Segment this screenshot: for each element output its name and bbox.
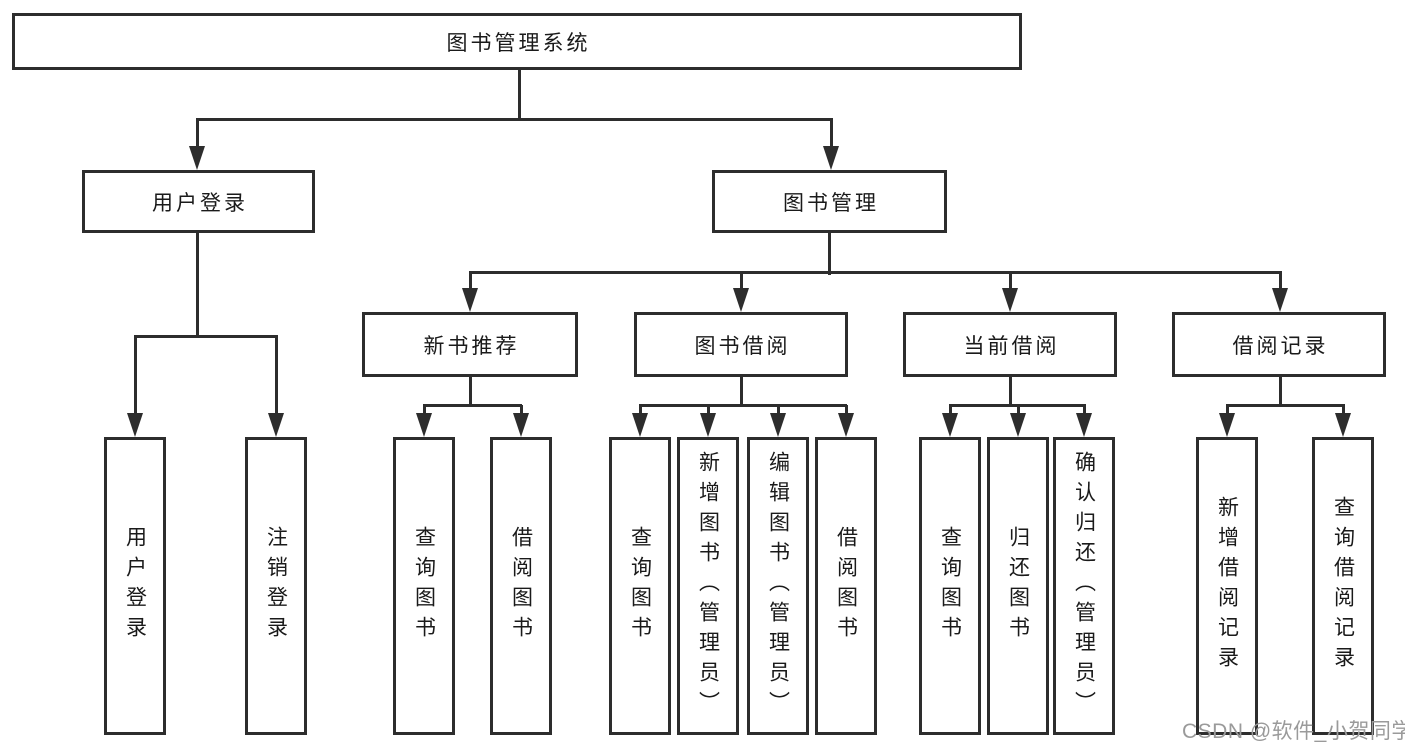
leaf-current-return-books: 归还图书: [987, 437, 1049, 735]
node-borrowing-records-label: 借阅记录: [1232, 334, 1329, 358]
arrowhead-down-icon: [1335, 413, 1351, 437]
connector-line-vertical: [1278, 377, 1282, 407]
connector-line-vertical: [739, 272, 743, 292]
leaf-record-add-borrow-record-label: 新增借阅记录: [1215, 496, 1239, 676]
connector-line-vertical: [638, 405, 642, 417]
connector-line-vertical: [706, 405, 710, 417]
leaf-current-query-books: 查询图书: [919, 437, 981, 735]
arrowhead-down-icon: [1002, 288, 1018, 312]
arrowhead-down-icon: [462, 288, 478, 312]
connector-line-vertical: [1016, 405, 1020, 417]
leaf-newbook-query-books-label: 查询图书: [412, 526, 436, 646]
leaf-newbook-query-books: 查询图书: [393, 437, 455, 735]
connector-line-vertical: [844, 405, 848, 417]
connector-line-vertical: [519, 405, 523, 417]
connector-line-vertical: [274, 336, 278, 418]
arrowhead-down-icon: [770, 413, 786, 437]
leaf-current-confirm-return-admin: 确认归还（管理员）: [1053, 437, 1115, 735]
arrowhead-down-icon: [416, 413, 432, 437]
leaf-record-query-borrow-record-label: 查询借阅记录: [1331, 496, 1355, 676]
connector-line-horizontal: [1226, 403, 1345, 407]
connector-line-vertical: [468, 272, 472, 292]
leaf-borrow-add-books-admin-label: 新增图书（管理员）: [696, 451, 720, 721]
connector-line-horizontal: [469, 270, 1282, 274]
arrowhead-down-icon: [268, 413, 284, 437]
connector-line-vertical: [1008, 377, 1012, 407]
arrowhead-down-icon: [189, 146, 205, 170]
csdn-watermark: CSDN @软件_小贺同学: [1182, 720, 1405, 743]
arrowhead-down-icon: [733, 288, 749, 312]
connector-line-horizontal: [423, 403, 522, 407]
node-book-management-label: 图书管理: [783, 191, 879, 215]
leaf-borrow-borrow-books: 借阅图书: [815, 437, 877, 735]
node-root-label: 图书管理系统: [446, 31, 591, 55]
leaf-logout: 注销登录: [245, 437, 307, 735]
leaf-borrow-edit-books-admin: 编辑图书（管理员）: [747, 437, 809, 735]
node-new-book-recommend: 新书推荐: [362, 312, 578, 377]
leaf-record-query-borrow-record: 查询借阅记录: [1312, 437, 1374, 735]
leaf-borrow-add-books-admin: 新增图书（管理员）: [677, 437, 739, 735]
arrowhead-down-icon: [1272, 288, 1288, 312]
node-book-borrowing: 图书借阅: [634, 312, 848, 377]
connector-line-vertical: [827, 233, 831, 275]
connector-line-vertical: [468, 377, 472, 407]
arrowhead-down-icon: [838, 413, 854, 437]
node-book-borrowing-label: 图书借阅: [694, 334, 791, 358]
connector-line-vertical: [1225, 405, 1229, 417]
connector-line-horizontal: [196, 117, 833, 121]
connector-line-vertical: [1008, 272, 1012, 292]
connector-line-vertical: [739, 377, 743, 407]
arrowhead-down-icon: [513, 413, 529, 437]
leaf-borrow-query-books: 查询图书: [609, 437, 671, 735]
connector-line-vertical: [1341, 405, 1345, 417]
leaf-logout-label: 注销登录: [264, 526, 288, 646]
arrowhead-down-icon: [127, 413, 143, 437]
connector-line-vertical: [829, 119, 833, 150]
node-root-system: 图书管理系统: [12, 13, 1022, 70]
node-new-book-recommend-label: 新书推荐: [423, 334, 520, 358]
leaf-borrow-query-books-label: 查询图书: [628, 526, 652, 646]
connector-line-vertical: [948, 405, 952, 417]
connector-line-horizontal: [639, 403, 847, 407]
arrowhead-down-icon: [942, 413, 958, 437]
leaf-current-return-books-label: 归还图书: [1006, 526, 1030, 646]
node-user-login: 用户登录: [82, 170, 315, 233]
leaf-user-login: 用户登录: [104, 437, 166, 735]
connector-line-vertical: [195, 233, 199, 338]
connector-line-horizontal: [134, 334, 278, 338]
arrowhead-down-icon: [823, 146, 839, 170]
leaf-newbook-borrow-books: 借阅图书: [490, 437, 552, 735]
node-current-borrowing-label: 当前借阅: [963, 334, 1060, 358]
arrowhead-down-icon: [1010, 413, 1026, 437]
connector-line-vertical: [517, 70, 521, 121]
connector-line-vertical: [195, 119, 199, 150]
node-book-management: 图书管理: [712, 170, 947, 233]
arrowhead-down-icon: [632, 413, 648, 437]
arrowhead-down-icon: [700, 413, 716, 437]
leaf-record-add-borrow-record: 新增借阅记录: [1196, 437, 1258, 735]
connector-line-vertical: [422, 405, 426, 417]
arrowhead-down-icon: [1076, 413, 1092, 437]
connector-line-vertical: [1082, 405, 1086, 417]
leaf-borrow-edit-books-admin-label: 编辑图书（管理员）: [766, 451, 790, 721]
node-current-borrowing: 当前借阅: [903, 312, 1117, 377]
leaf-user-login-label: 用户登录: [123, 526, 147, 646]
connector-line-vertical: [776, 405, 780, 417]
leaf-current-confirm-return-admin-label: 确认归还（管理员）: [1072, 451, 1096, 721]
leaf-borrow-borrow-books-label: 借阅图书: [834, 526, 858, 646]
arrowhead-down-icon: [1219, 413, 1235, 437]
connector-line-vertical: [133, 336, 137, 418]
node-borrowing-records: 借阅记录: [1172, 312, 1386, 377]
leaf-current-query-books-label: 查询图书: [938, 526, 962, 646]
connector-line-vertical: [1278, 272, 1282, 292]
leaf-newbook-borrow-books-label: 借阅图书: [509, 526, 533, 646]
node-user-login-label: 用户登录: [152, 191, 248, 215]
